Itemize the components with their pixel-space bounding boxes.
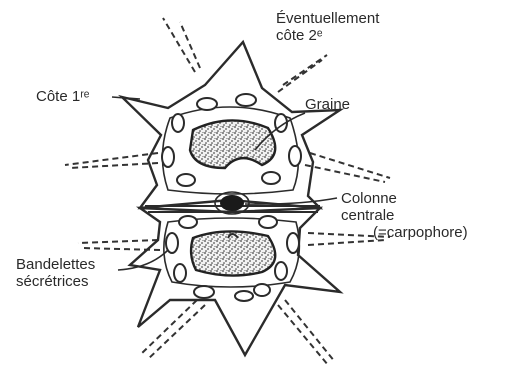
leader-cote1 (112, 97, 140, 99)
label-graine: Graine (305, 96, 350, 113)
label-colonne-line3: (=carpophore) (373, 224, 468, 241)
lower-mericarp (130, 208, 340, 355)
label-colonne-line1: Colonne (341, 190, 468, 207)
central-column (220, 195, 244, 211)
lower-seed (191, 231, 275, 275)
label-cote2-line1: Éventuellement (276, 10, 379, 27)
label-cote1: Côte 1ʳᵉ (36, 88, 89, 105)
label-colonne-line2: centrale (341, 207, 468, 224)
label-cote2-line2: côte 2ᵉ (276, 27, 379, 44)
label-cote2: Éventuellement côte 2ᵉ (276, 10, 379, 44)
label-colonne: Colonne centrale (=carpophore) (341, 190, 468, 241)
upper-seed (190, 120, 275, 168)
label-bandelettes-line1: Bandelettes (16, 256, 95, 273)
label-bandelettes: Bandelettes sécrétrices (16, 256, 95, 290)
label-bandelettes-line2: sécrétrices (16, 273, 95, 290)
